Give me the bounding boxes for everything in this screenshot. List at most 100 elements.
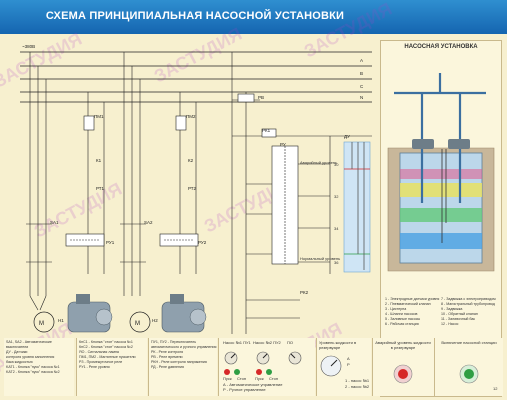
bus-label-b: В (360, 71, 364, 76)
alarm-lamp (393, 364, 413, 384)
pb-label: РВ (258, 95, 265, 100)
layer-yellow (400, 183, 482, 197)
control-switches-panel: Насос №1 ПУ1 Насос №2 ПУ2 ПО Пуск Стоп П… (218, 338, 315, 396)
terminal-36: 36 (334, 260, 339, 265)
pump-station-panel: НАСОСНАЯ УСТАНОВКА (380, 40, 502, 397)
legend-entry: контроля уровня заполнения (6, 355, 55, 359)
legend-col-1: SA1, SA2 - Автоматические выключатели ДУ… (4, 338, 74, 396)
legend-entry: КнС2 - Кнопка "стоп" насоса №2 (79, 345, 133, 349)
panel-legend-left: 1 - Электродные датчики уровня 2 - Пневм… (385, 297, 441, 327)
legend-entry: KАТ2 - Кнопка "пуск" насоса №2 (6, 370, 60, 374)
level-gauge (320, 355, 342, 377)
switch2-title: Насос №2 ПУ2 (253, 340, 281, 345)
legend-item: 11 - Заливочный бак (441, 317, 475, 321)
legend-entry: KАТ1 - Кнопка "пуск" насоса №1 (6, 365, 60, 369)
mode-manual-label: Р - Ручное управление (223, 387, 266, 392)
legend-entry: РК - Реле контроля (151, 350, 184, 354)
legend-item: 5 - Заливные насосы (385, 317, 421, 321)
pump2-start-label: Пуск (255, 376, 264, 381)
sa1-label: SA1 (50, 220, 59, 225)
legend-item: 7 - Задвижка с электроприводом (441, 297, 496, 301)
level-gauge-panel: Уровень жидкости в резервуаре А Р 1 - на… (316, 338, 371, 396)
pump1-stop-label: Стоп (237, 376, 247, 381)
pump1-start-label: Пуск (223, 376, 232, 381)
switch1-title: Насос №1 ПУ1 (223, 340, 251, 345)
rt1-label: РТ1 (96, 186, 105, 191)
level-electrodes (351, 142, 365, 270)
layer-pink (400, 169, 482, 179)
rk2-label: РК2 (300, 290, 309, 295)
pump-unit-1 (67, 294, 113, 333)
gauge-label-p: Р (347, 362, 350, 367)
schematic-diagram: M M (20, 51, 372, 334)
ru-label: РУ (280, 142, 286, 147)
pump2-power (120, 52, 146, 296)
dy-label: ДУ (344, 134, 350, 139)
m2-label: Н2 (152, 318, 158, 323)
legend-entry: ДУ - Датчики (6, 350, 28, 354)
legend-item: 1 - Электродные датчики уровня (385, 297, 440, 301)
pump1-power (26, 52, 52, 311)
pu1-label: РУ1 (106, 240, 115, 245)
power-indicator-panel: Включение насосной станции 12 (434, 338, 503, 396)
gauge-label-a: А (347, 356, 350, 361)
power-lamp (459, 364, 479, 384)
legend-entry: ПМ1, ПМ2 - Магнитные пускатели (79, 355, 136, 359)
gauge-pump2: 2 - насос №2 (345, 384, 370, 389)
terminal-34: 34 (334, 226, 339, 231)
legend-item: 12 - Насос (441, 322, 459, 326)
svg-text:M: M (39, 321, 44, 327)
sensor-lower-label: Нормальный уровень (300, 256, 341, 261)
pu2-label: РУ2 (198, 240, 207, 245)
layer-blue (400, 233, 482, 249)
legend-entry: SA1, SA2 - Автоматические выключатели (6, 340, 52, 349)
pump-unit-2 (161, 294, 207, 333)
legend-item: 6 - Рабочая станция (385, 322, 419, 326)
panel-legend-right: 7 - Задвижка с электроприводом 8 - Магис… (441, 297, 499, 327)
header-bar (0, 0, 507, 34)
bus-label-top: ~380В (22, 44, 36, 49)
km2-label: К2 (188, 158, 194, 163)
switch3-title: ПО (287, 340, 293, 345)
legend-item: 8 - Магистральный трубопровод (441, 302, 495, 306)
diagram-title: СХЕМА ПРИНЦИПИАЛЬНАЯ НАСОСНОЙ УСТАНОВКИ (45, 10, 345, 22)
pm2-label: ПМ2 (186, 114, 196, 119)
legend-entry: РВ - Реле времени (151, 355, 183, 359)
km1-label: К1 (96, 158, 102, 163)
control2 (159, 92, 199, 274)
bus-label-a: А (360, 58, 364, 63)
legend-entry: РД - Реле давления (151, 365, 184, 369)
bus-lines (20, 51, 372, 103)
legend-col-2: КнС1 - Кнопка "стоп" насоса №1 КнС2 - Кн… (76, 338, 147, 396)
legend-entry: автоматического и ручного управления (151, 345, 217, 349)
pump2-stop-label: Стоп (269, 376, 279, 381)
rk-label: РК1 (262, 128, 271, 133)
power-title: Включение насосной станции (441, 340, 497, 345)
pump-station-illustration (387, 73, 495, 272)
terminal-30: 30 (334, 162, 339, 167)
sa2-label: SA2 (144, 220, 153, 225)
m1-label: Н1 (58, 318, 64, 323)
legend-item: 3 - Цистерна (385, 307, 407, 311)
sensor-upper-label: Аварийный уровень (300, 160, 338, 165)
bus-label-c: С (360, 84, 364, 89)
layer-green (400, 208, 482, 222)
legend-entry: РКН - Реле контроля напряжения (151, 360, 207, 364)
legend-entry: РЗ - Промежуточное реле (79, 360, 123, 364)
legend-item: 4 - Шланги насосов (385, 312, 418, 316)
alarm-title: Аварийный уровень жидкости в резервуаре (375, 340, 431, 350)
legend-item: 9 - Задвижка (441, 307, 463, 311)
legend-entry: РУ1 - Реле уровня (79, 365, 110, 369)
rt2-label: РТ2 (188, 186, 197, 191)
legend-entry: ЯО - Сигнальная лампа (79, 350, 119, 354)
legend-col-3: ПУ1, ПУ2 - Переключатель автоматического… (148, 338, 217, 396)
panel-title: НАСОСНАЯ УСТАНОВКА (404, 44, 478, 50)
motor-m2: M (129, 311, 151, 333)
page-number: 12 (493, 386, 498, 391)
motor-m1: M (33, 311, 55, 333)
legend-item: 2 - Пневматический клапан (385, 302, 431, 306)
mode-auto-label: А - Автоматическое управление (223, 382, 283, 387)
legend-item: 10 - Обратный клапан (441, 312, 478, 316)
gauge-pump1: 1 - насос №1 (345, 378, 370, 383)
